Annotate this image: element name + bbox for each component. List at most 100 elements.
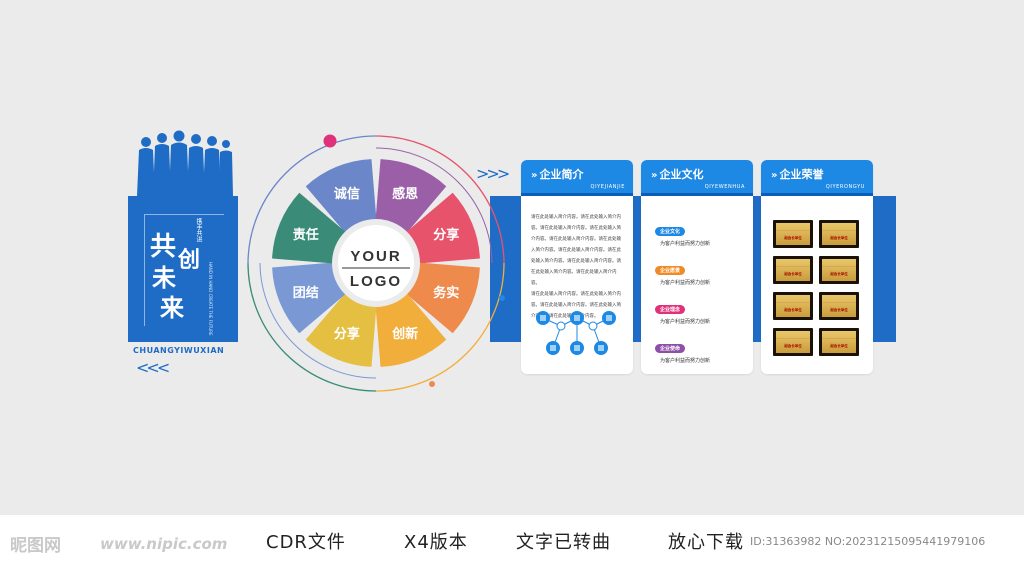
plaque-top-text: ...................................: [776, 264, 810, 268]
plaque-title: 副会长单位: [830, 308, 848, 312]
slogan-panel: 共 创 未 来 携手共进 HAND IN HAND CREATE THE FUT…: [128, 196, 238, 342]
footer-item-download: 放心下载: [668, 532, 744, 553]
card-subtitle: QIYEWENHUA: [704, 184, 745, 190]
honor-plaque: ................................... 副会长单位: [773, 256, 813, 284]
plaque-top-text: ...................................: [822, 228, 856, 232]
card-title: 企业简介: [539, 168, 584, 181]
culture-tag: 企业文化: [655, 227, 686, 236]
wheel-segment-label: 责任: [293, 227, 319, 243]
card-company-honors: »企业荣誉 QIYERONGYU .......................…: [761, 160, 873, 374]
plaque-face: ................................... 副会长单位: [776, 259, 810, 281]
logo-text-logo: LOGO: [350, 273, 402, 290]
calligraphy-char-2: 创: [178, 247, 201, 273]
slogan-vertical-cn: 携手共进: [195, 218, 202, 242]
card-title: 企业文化: [659, 168, 704, 181]
intro-line: 入简介内容。请在此处输入简介内容。请在此: [531, 248, 621, 253]
plaque-title: 副会长单位: [830, 344, 848, 348]
plaque-face: ................................... 副会长单位: [822, 295, 856, 317]
honor-plaques: ................................... 副会长单位…: [773, 220, 861, 356]
plaque-face: ................................... 副会长单位: [776, 223, 810, 245]
footer-item-version: X4版本: [404, 532, 468, 553]
plaque-top-text: ...................................: [822, 336, 856, 340]
honor-plaque: ................................... 副会长单位: [819, 220, 859, 248]
wheel-segment: [305, 293, 377, 367]
wheel-segment-label: 分享: [433, 227, 459, 243]
culture-item: 企业文化为客户利益而努力创新: [655, 218, 745, 247]
card-title: 企业荣誉: [779, 168, 824, 181]
wheel-segment-label: 分享: [334, 326, 360, 342]
honor-plaque: ................................... 副会长单位: [819, 328, 859, 356]
plaque-top-text: ...................................: [776, 300, 810, 304]
culture-list: 企业文化为客户利益而努力创新企业愿景为客户利益而努力创新企业理念为客户利益而努力…: [641, 196, 753, 374]
footer-item-format: CDR文件: [266, 532, 346, 553]
intro-line: 请在此处输入简介内容。请在此处输入简介内: [531, 292, 621, 297]
footer-bar: 昵图网 www.nipic.com CDR文件 X4版本 文字已转曲 放心下载 …: [0, 515, 1024, 568]
culture-item: 企业愿景为客户利益而努力创新: [655, 257, 745, 286]
plaque-top-text: ...................................: [822, 264, 856, 268]
nipic-logo: 昵图网: [10, 536, 61, 556]
honor-plaque: ...................................副会长单位: [773, 328, 813, 356]
wheel-segment: [305, 159, 377, 233]
wheel-segment: [272, 262, 346, 334]
blue-dot-icon: [499, 295, 505, 301]
calligraphy-char-4: 来: [160, 293, 184, 322]
card-company-culture: »企业文化 QIYEWENHUA 企业文化为客户利益而努力创新企业愿景为客户利益…: [641, 160, 753, 374]
card-subtitle: QIYERONGYU: [825, 184, 865, 190]
plaque-face: ................................... 副会长单位: [822, 331, 856, 353]
network-diagram-icon: [536, 311, 616, 355]
intro-line: 在此处输入简介内容。请在此处输入简介内容。: [531, 270, 617, 286]
plaque-face: ................................... 副会长单位: [776, 295, 810, 317]
culture-desc: 为客户利益而努力创新: [660, 280, 711, 286]
values-wheel: 诚信感恩分享务实创新分享团结责任 YOUR LOGO: [247, 134, 505, 392]
logo-text-your: YOUR: [350, 248, 401, 265]
right-arrows-icon: >>>: [476, 164, 510, 183]
chevron-icon: »: [531, 170, 538, 181]
calligraphy-char-1: 共: [150, 232, 177, 262]
plaque-face: ................................... 副会长单位: [822, 223, 856, 245]
plaque-face: ................................... 副会长单位: [822, 259, 856, 281]
culture-item: 企业使命为客户利益而努力创新: [655, 335, 745, 364]
plaque-title: 副会长单位: [784, 308, 802, 312]
slogan-frame: [144, 214, 224, 326]
plaque-title: 副会长单位: [784, 236, 802, 240]
left-arrows-icon: <<<: [136, 358, 170, 377]
intro-line: 介内容。请在此处输入简介内容。: [531, 314, 599, 319]
intro-line: 处输入简介内容。请在此处输入简介内容。请: [531, 259, 621, 264]
plaque-title: 副会长单位: [830, 236, 848, 240]
culture-tag: 企业理念: [655, 305, 686, 314]
design-canvas: 共 创 未 来 携手共进 HAND IN HAND CREATE THE FUT…: [128, 130, 896, 392]
honor-plaque: ................................... 副会长单位: [819, 256, 859, 284]
culture-desc: 为客户利益而努力创新: [660, 241, 711, 247]
honor-plaque: ................................... 副会长单位: [819, 292, 859, 320]
wheel-segment: [375, 293, 447, 367]
culture-desc: 为客户利益而努力创新: [660, 319, 711, 325]
wheel-segment: [406, 192, 480, 264]
plaque-face: ...................................副会长单位: [776, 331, 810, 353]
chuangyiwuxian-label: CHUANGYIWUXIAN: [133, 346, 225, 355]
card-header: »企业文化 QIYEWENHUA: [641, 160, 753, 196]
honor-plaque: ................................... 副会长单位: [773, 220, 813, 248]
card-subtitle: QIYEJIANJIE: [590, 184, 625, 190]
wheel-segment-label: 团结: [293, 285, 319, 301]
card-header: »企业荣誉 QIYERONGYU: [761, 160, 873, 196]
chevron-icon: »: [771, 170, 778, 181]
wheel-segment-label: 感恩: [392, 186, 418, 202]
chevron-icon: »: [651, 170, 658, 181]
wheel-segment: [375, 159, 447, 233]
intro-line: 介内容。请在此处输入简介内容。请在此处输: [531, 237, 621, 242]
wheel-segment-label: 创新: [391, 326, 418, 342]
footer-item-curves: 文字已转曲: [516, 532, 611, 553]
intro-line: 请在此处输入简介内容。请在此处输入简介内: [531, 215, 621, 220]
culture-tag: 企业使命: [655, 344, 686, 353]
plaque-title: 副会长单位: [830, 272, 848, 276]
plaque-top-text: ...................................: [822, 300, 856, 304]
plaque-top-text: ...................................: [776, 228, 810, 232]
plaque-title: 副会长单位: [784, 272, 802, 276]
culture-desc: 为客户利益而努力创新: [660, 358, 711, 364]
image-id-text: ID:31363982 NO:20231215095441979106: [750, 535, 986, 548]
culture-item: 企业理念为客户利益而努力创新: [655, 296, 745, 325]
nipic-url[interactable]: www.nipic.com: [100, 535, 228, 553]
culture-tag: 企业愿景: [655, 266, 686, 275]
intro-line: 容。请在此处输入简介内容。请在此处输入简: [531, 226, 621, 231]
calligraphy-char-3: 未: [152, 263, 176, 292]
